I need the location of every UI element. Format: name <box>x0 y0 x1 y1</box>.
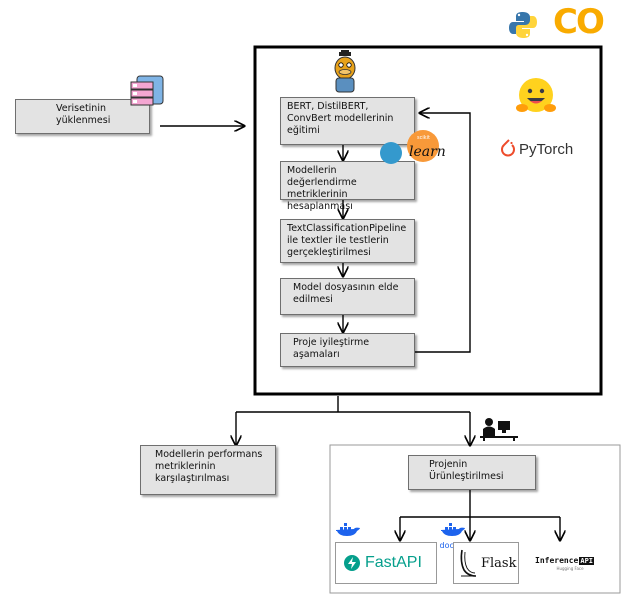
step-compare-line1: Modellerin performans <box>155 449 263 460</box>
fastapi-logo: FastAPI <box>335 542 437 584</box>
docker-whale-icon <box>441 523 465 536</box>
colab-logo: CO <box>553 2 605 42</box>
step-compare-line2: metriklerinin <box>155 461 216 472</box>
step-improve-line1: Proje iyileştirme <box>293 337 370 348</box>
step-productize-line2: Ürünleştirilmesi <box>429 471 504 482</box>
step-pipeline-tests: TextClassificationPipeline ile textler i… <box>280 219 415 263</box>
process-frame <box>253 45 603 396</box>
inference-api-label: API <box>579 556 595 565</box>
step-productize: Projenin Ürünleştirilmesi <box>408 455 536 490</box>
step-improve-line2: aşamaları <box>293 349 340 360</box>
step-load-dataset: Verisetinin yüklenmesi <box>15 99 150 134</box>
step-pipeline-line3: gerçekleştirilmesi <box>287 247 371 258</box>
step-compare-line3: karşılaştırılması <box>155 473 230 484</box>
step-model-file-line2: edilmesi <box>293 294 333 305</box>
step-metrics-line2: metriklerinin hesaplanması <box>287 189 353 212</box>
step-train-models: BERT, DistilBERT, ConvBert modellerinin … <box>280 97 415 145</box>
sklearn-shapes <box>380 130 439 164</box>
step-load-dataset-line2: yüklenmesi <box>56 115 111 126</box>
step-train-line3: eğitimi <box>287 125 320 136</box>
fastapi-bolt-icon <box>344 555 360 571</box>
inference-label: Inference <box>535 556 579 565</box>
sklearn-logo: scikit learn <box>379 129 446 165</box>
docker-whale-icon <box>336 523 360 536</box>
huggingface-icon <box>516 78 556 112</box>
pytorch-flame-icon <box>501 139 515 157</box>
flask-label: Flask <box>481 555 517 571</box>
pytorch-label: PyTorch <box>519 140 574 158</box>
step-compute-metrics: Modellerin değerlendirme metriklerinin h… <box>280 161 415 212</box>
pytorch-logo: PyTorch <box>500 139 573 159</box>
database-icon <box>130 75 164 106</box>
inference-sub-label: Hugging Face <box>556 566 584 571</box>
step-model-file: Model dosyasının elde edilmesi <box>280 278 415 315</box>
step-model-file-line1: Model dosyasının elde <box>293 282 399 293</box>
bert-mascot-icon <box>334 50 356 93</box>
step-pipeline-line2: ile textler ile testlerin <box>287 235 389 246</box>
flask-horn-icon <box>460 549 477 577</box>
colab-label: CO <box>553 2 605 42</box>
sklearn-learn-label: learn <box>409 144 446 160</box>
step-train-line1: BERT, DistilBERT, <box>287 101 369 112</box>
arrow-feedback-loop <box>415 113 471 353</box>
inference-api-logo: Inference API Hugging Face <box>535 556 605 571</box>
flask-logo: Flask <box>453 542 519 584</box>
step-productize-line1: Projenin <box>429 459 468 470</box>
step-compare-metrics: Modellerin performans metriklerinin karş… <box>140 445 276 495</box>
fastapi-label: FastAPI <box>365 554 422 571</box>
step-metrics-line1: Modellerin değerlendirme <box>287 165 357 188</box>
step-improvement: Proje iyileştirme aşamaları <box>280 333 415 367</box>
step-train-line2: ConvBert modellerinin <box>287 113 394 124</box>
step-load-dataset-line1: Verisetinin <box>56 103 106 114</box>
developer-desk-icon <box>480 418 518 441</box>
sklearn-small-label: scikit <box>417 135 430 141</box>
step-pipeline-line1: TextClassificationPipeline <box>287 223 407 234</box>
python-icon <box>509 12 537 38</box>
